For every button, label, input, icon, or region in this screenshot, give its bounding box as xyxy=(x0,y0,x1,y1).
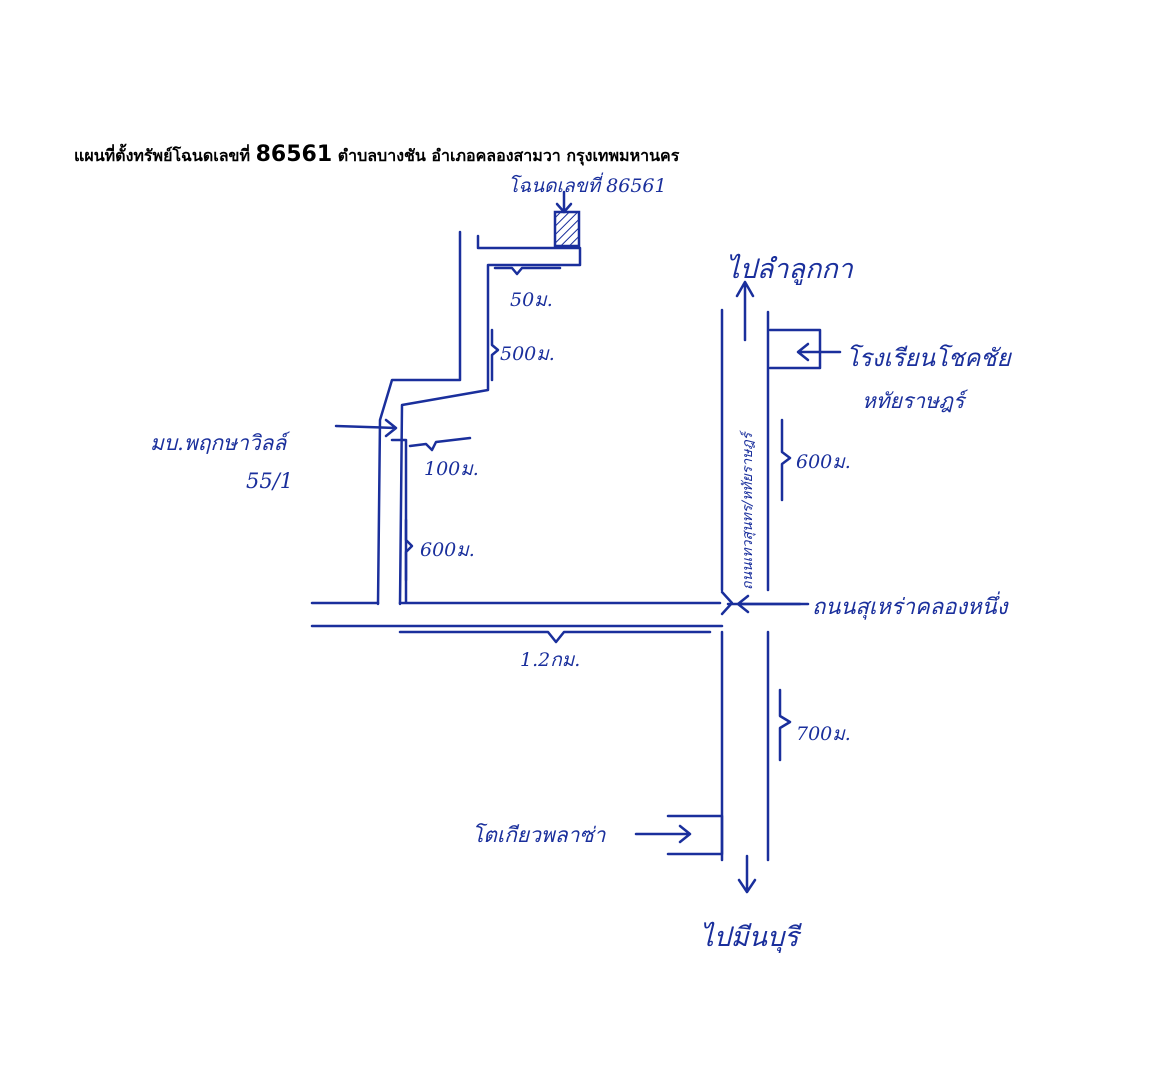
school-box xyxy=(768,328,822,370)
village-arrow-icon xyxy=(334,418,398,438)
bracket-500 xyxy=(490,328,500,382)
bracket-600-left xyxy=(404,518,414,582)
bracket-100 xyxy=(408,436,472,452)
deed-marker-label: โฉนดเลขที่ 86561 xyxy=(508,172,667,197)
arrow-up-icon xyxy=(735,280,755,342)
title-prefix: แผนที่ตั้งทรัพย์โฉนดเลขที่ xyxy=(74,146,251,165)
bracket-50 xyxy=(493,266,562,276)
village-label: มบ.พฤกษาวิลล์ xyxy=(150,431,290,455)
shop-arrow-icon xyxy=(634,824,692,844)
title-deed-number: 86561 xyxy=(255,142,333,167)
distance-600-right-label: 600ม. xyxy=(796,451,851,473)
school-arrow-icon xyxy=(796,342,842,362)
village-number-label: 55/1 xyxy=(246,469,293,493)
title-location: ตำบลบางชัน อำเภอคลองสามวา กรุงเทพมหานคร xyxy=(337,146,680,165)
distance-600-left-label: 600ม. xyxy=(420,539,475,561)
distance-100-label: 100ม. xyxy=(424,458,479,480)
bracket-1200 xyxy=(398,630,712,644)
deed-parcel xyxy=(553,210,581,248)
bracket-600-right xyxy=(780,418,792,502)
distance-500-label: 500ม. xyxy=(500,343,555,365)
shop-box xyxy=(666,814,724,856)
village-entry-line xyxy=(390,438,408,604)
distance-50-label: 50ม. xyxy=(510,289,553,311)
distance-700-label: 700ม. xyxy=(796,723,851,745)
distance-1200-label: 1.2กม. xyxy=(520,649,580,671)
horizontal-road-label: ถนนสุเหร่าคลองหนึ่ง xyxy=(812,591,1010,620)
school-label: โรงเรียนโชคชัย xyxy=(846,344,1013,372)
vertical-road-label: ถนนเทวสุนทร/หทัยราษฎร์ xyxy=(739,430,756,590)
soi-road-right-edge xyxy=(398,234,582,606)
arrow-down-icon xyxy=(737,854,757,894)
soi-road-left-edge xyxy=(376,230,462,606)
shop-label: โตเกียวพลาซ่า xyxy=(472,823,607,847)
bracket-700 xyxy=(778,688,792,762)
junction-notch xyxy=(720,590,734,616)
to-min-buri-label: ไปมีนบุรี xyxy=(700,921,803,954)
page-title: แผนที่ตั้งทรัพย์โฉนดเลขที่ 86561 ตำบลบาง… xyxy=(74,142,679,169)
school-label-line2: หทัยราษฎร์ xyxy=(862,389,968,413)
junction-arrow-icon xyxy=(736,594,810,614)
to-lam-luk-ka-label: ไปลำลูกกา xyxy=(726,253,854,286)
